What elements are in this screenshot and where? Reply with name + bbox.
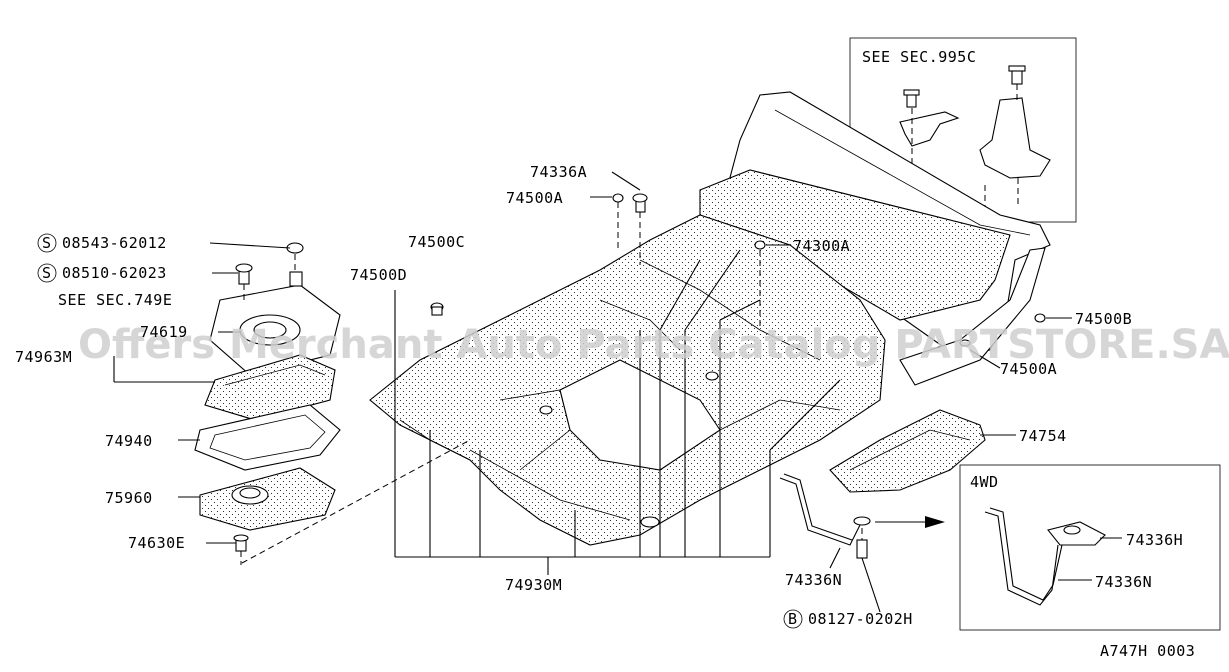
label-08127-0202h: 08127-0202H [808, 610, 913, 628]
label-74500a-right: 74500A [1000, 360, 1057, 378]
label-74500a-top: 74500A [506, 189, 563, 207]
label-74336a: 74336A [530, 163, 587, 181]
diagram-code: A747H 0003 [1100, 642, 1195, 660]
4wd-title: 4WD [970, 473, 999, 491]
4wd-inset: 4WD [959, 464, 1221, 631]
label-74300a: 74300A [793, 237, 850, 255]
label-see-sec-749e: SEE SEC.749E [58, 291, 172, 309]
label-74940: 74940 [105, 432, 153, 450]
label-74963m: 74963M [15, 348, 72, 366]
label-74500d: 74500D [350, 266, 407, 284]
label-74500c: 74500C [408, 233, 465, 251]
label-74336n-4wd: 74336N [1095, 573, 1152, 591]
label-08543-62012: 08543-62012 [62, 234, 167, 252]
s-symbol-2-letter: S [42, 264, 52, 282]
watermark-text: Offers Merchant Auto Parts Catalog PARTS… [78, 322, 1229, 368]
floor-fasteners [430, 193, 1046, 330]
label-08510-62023: 08510-62023 [62, 264, 167, 282]
floor-panel-74930m [369, 91, 1051, 546]
s-symbol-2 [37, 263, 57, 283]
4wd-frame [959, 464, 1221, 631]
b-symbol-letter: B [788, 610, 798, 628]
see-sec-995c-inset: SEE SEC.995C [849, 37, 1077, 223]
b-symbol [783, 609, 803, 629]
label-74754: 74754 [1019, 427, 1067, 445]
part-74336n [779, 473, 945, 559]
leader-lines [113, 171, 1072, 613]
label-74619: 74619 [140, 323, 188, 341]
label-74630e: 74630E [128, 534, 185, 552]
part-74754 [829, 409, 986, 493]
s-symbol-1 [37, 233, 57, 253]
label-74930m: 74930M [505, 576, 562, 594]
shift-boot-assembly [194, 242, 471, 565]
label-74500b: 74500B [1075, 310, 1132, 328]
s-symbol-1-letter: S [42, 234, 52, 252]
see-sec-995c-title: SEE SEC.995C [862, 48, 976, 66]
label-74336n: 74336N [785, 571, 842, 589]
part-labels: 74336A 74500A 74500C 74500D 74300A 74500… [15, 163, 1195, 660]
label-75960: 75960 [105, 489, 153, 507]
label-74336h-4wd: 74336H [1126, 531, 1183, 549]
